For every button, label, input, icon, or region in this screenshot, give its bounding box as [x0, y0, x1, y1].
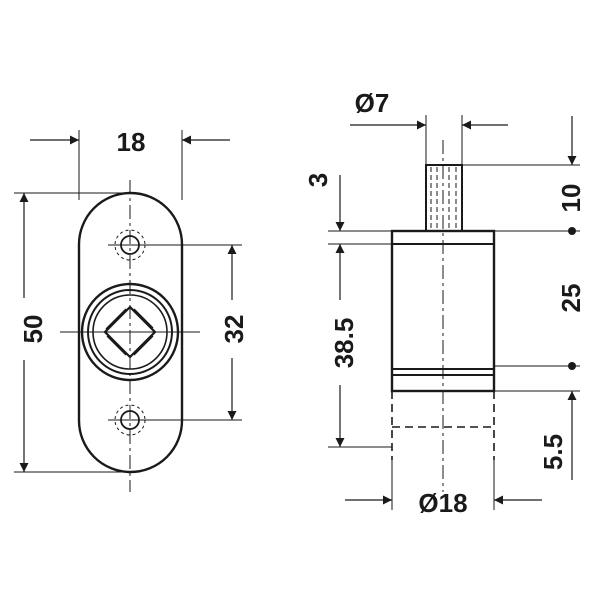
square-key-icon: [103, 305, 157, 359]
dim-hole-spacing-32: 32: [219, 245, 249, 420]
knurled-pin: [425, 164, 463, 232]
dim-body-length: 38.5: [328, 244, 392, 448]
dim-height-50: 50: [14, 192, 125, 473]
body-extension-dashed: [391, 391, 495, 460]
dim-dot-top: [568, 227, 576, 235]
dim-label-extension: 5.5: [538, 434, 568, 470]
dim-label-hole-spacing: 32: [219, 315, 249, 344]
dim-label-height: 50: [18, 315, 48, 344]
dim-pin-diameter: Ø7: [350, 88, 508, 165]
dim-label-body-diameter: Ø18: [418, 488, 467, 518]
dim-body-diameter: Ø18: [345, 460, 542, 518]
dim-label-pin-length: 10: [556, 184, 586, 213]
dim-extension: 5.5: [494, 390, 580, 480]
dim-label-pin-diameter: Ø7: [355, 88, 390, 118]
dim-dot-bottom: [568, 362, 576, 370]
dim-label-body-length: 38.5: [329, 318, 359, 369]
top-screw-hole: [108, 229, 242, 261]
dim-label-width: 18: [117, 127, 146, 157]
lock-cylinder: [60, 282, 200, 382]
dim-label-offset: 3: [303, 173, 333, 187]
side-view: Ø7 3 38.5 10 25: [303, 88, 586, 518]
lock-body: [390, 229, 496, 393]
dim-pin-length: 10: [462, 116, 586, 235]
dim-label-travel: 25: [556, 284, 586, 313]
dim-offset-3: 3: [303, 173, 392, 245]
dim-travel: 25: [494, 284, 586, 370]
bottom-screw-hole: [108, 404, 242, 436]
dim-width-18: 18: [30, 127, 230, 200]
front-view: 18 50 32: [14, 127, 249, 492]
